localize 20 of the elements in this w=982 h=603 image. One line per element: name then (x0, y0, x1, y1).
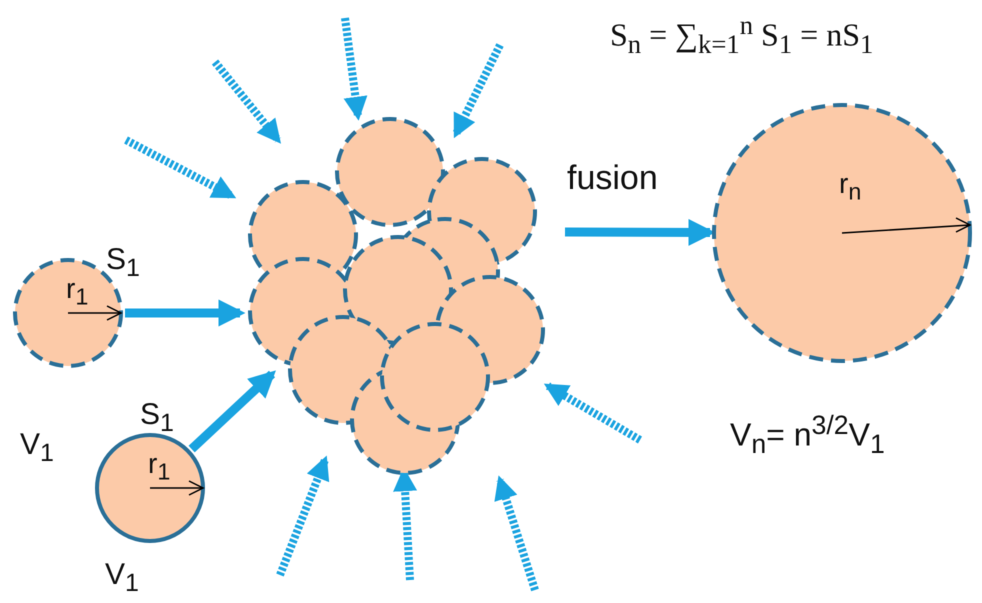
arrow (188, 370, 276, 452)
quantity-label: S$_{1}$ (106, 245, 140, 281)
arrow (212, 59, 282, 144)
arrow (125, 300, 246, 326)
particle-circle (94, 432, 206, 544)
arrow (124, 136, 236, 200)
radius-label: r$_{1}$ (148, 450, 170, 484)
particle-circle (711, 102, 973, 364)
arrow (494, 475, 539, 592)
quantity-label: V$_{1}$ (105, 560, 139, 596)
radius-label: r$_{n}$ (839, 170, 862, 204)
arrow (276, 456, 330, 576)
formula-text: S$_{n}$ = ∑$_{k=1}$$^{n}$ S$_{1}$ = nS$_{1}$ (610, 10, 874, 60)
formula-text: V$_{n}$= n$^{3/2}$V$_{1}$ (730, 410, 885, 460)
arrow (544, 382, 642, 444)
quantity-label: V$_{1}$ (20, 430, 54, 466)
radius-label: r$_{1}$ (66, 275, 88, 309)
quantity-label: S$_{1}$ (140, 400, 174, 436)
arrow (452, 43, 504, 138)
arrow (341, 17, 368, 121)
